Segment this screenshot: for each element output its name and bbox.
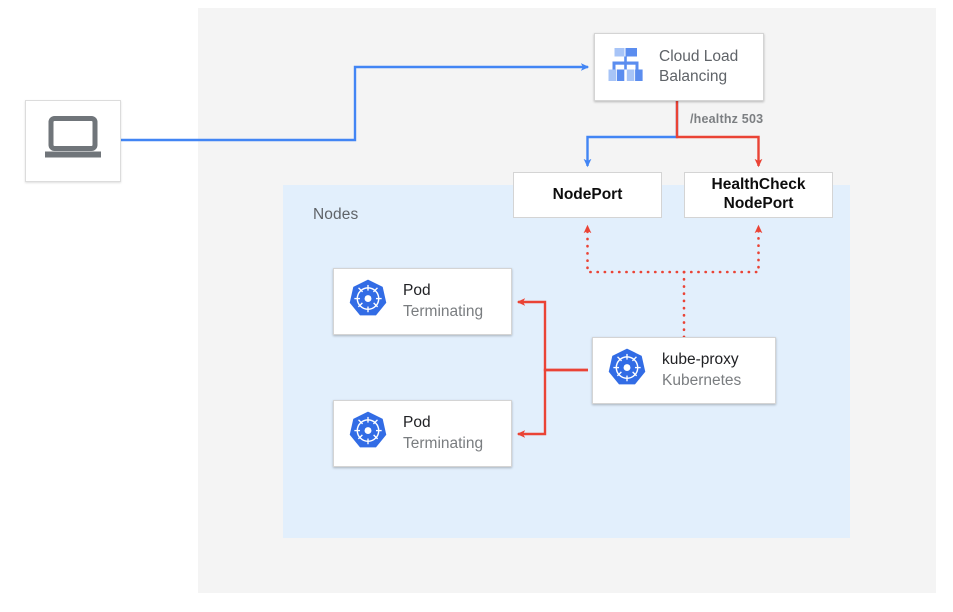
edge-load-balancer-to-nodeport	[583, 101, 679, 168]
cloud-load-balancing-label-line2: Balancing	[659, 68, 728, 85]
kube-proxy-node[interactable]: kube-proxy Kubernetes	[592, 337, 776, 404]
edge-kubeproxy-to-pod-2	[516, 368, 588, 438]
healthcheck-nodeport-label: HealthCheck NodePort	[685, 173, 832, 217]
pod-node-1-title: Pod	[403, 281, 431, 299]
cloud-load-balancing-node[interactable]: Cloud Load Balancing	[594, 33, 764, 101]
nodes-region-label: Nodes	[313, 206, 359, 223]
nodeport-node[interactable]: NodePort	[513, 172, 662, 218]
edge-load-balancer-healthz-to-healthcheck-nodeport	[675, 101, 763, 168]
nodeport-label: NodePort	[552, 185, 623, 203]
edge-kubeproxy-to-nodeport-dotted	[583, 224, 686, 339]
pod-node-1[interactable]: Pod Terminating	[333, 268, 512, 335]
cloud-load-balancing-label: Cloud Load Balancing	[659, 47, 738, 88]
edge-kubeproxy-to-healthcheck-nodeport-dotted	[682, 224, 763, 274]
pod-node-2-text: Pod Terminating	[403, 413, 483, 455]
cloud-load-balancing-label-line1: Cloud Load	[659, 47, 739, 65]
kube-proxy-title: kube-proxy	[662, 350, 739, 368]
pod-node-1-text: Pod Terminating	[403, 281, 483, 323]
edge-client-to-load-balancer	[116, 63, 590, 142]
pod-node-2-subtitle: Terminating	[403, 434, 484, 452]
kubernetes-icon	[347, 410, 389, 457]
kubernetes-icon	[347, 278, 389, 325]
healthcheck-nodeport-label-line1: HealthCheck	[711, 176, 806, 194]
kube-proxy-text: kube-proxy Kubernetes	[662, 350, 741, 392]
laptop-icon	[42, 116, 104, 167]
cloud-load-balancing-icon	[604, 45, 648, 90]
pod-node-1-subtitle: Terminating	[403, 302, 484, 320]
connector-layer	[116, 63, 763, 438]
pod-node-2-title: Pod	[403, 413, 431, 431]
edge-kubeproxy-to-pod-1	[516, 298, 588, 372]
kubernetes-icon	[606, 347, 648, 394]
diagram-canvas: Nodes /healthz 503	[116, 8, 936, 593]
client-node[interactable]	[25, 100, 121, 182]
edge-label-healthz: /healthz 503	[690, 112, 764, 126]
healthcheck-nodeport-node[interactable]: HealthCheck NodePort	[684, 172, 833, 218]
kube-proxy-subtitle: Kubernetes	[662, 371, 742, 389]
healthcheck-nodeport-label-line2: NodePort	[723, 195, 794, 212]
pod-node-2[interactable]: Pod Terminating	[333, 400, 512, 467]
